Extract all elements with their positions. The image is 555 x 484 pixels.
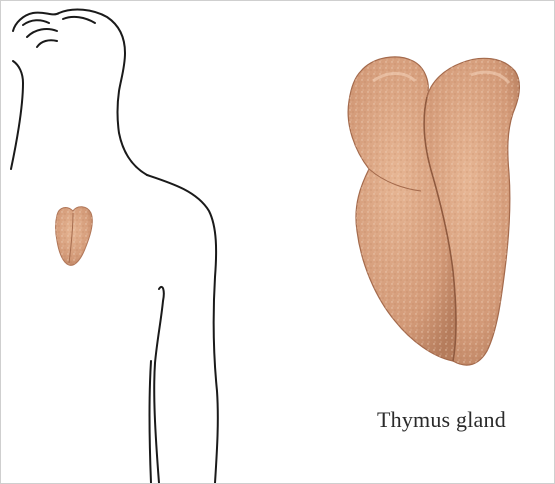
hair-strand <box>63 17 95 23</box>
arm-inner-2 <box>150 361 152 483</box>
hair-strand <box>27 29 57 37</box>
hair-strand <box>23 20 49 25</box>
thymus-large <box>348 57 519 365</box>
caption-label: Thymus gland <box>377 407 506 433</box>
arm-inner <box>154 287 164 483</box>
thymus-small <box>56 207 93 266</box>
head-outline <box>13 10 147 175</box>
body-outline <box>11 10 218 483</box>
shoulder-right <box>147 175 218 483</box>
neck-left <box>11 61 23 169</box>
hair-strand <box>37 40 57 47</box>
